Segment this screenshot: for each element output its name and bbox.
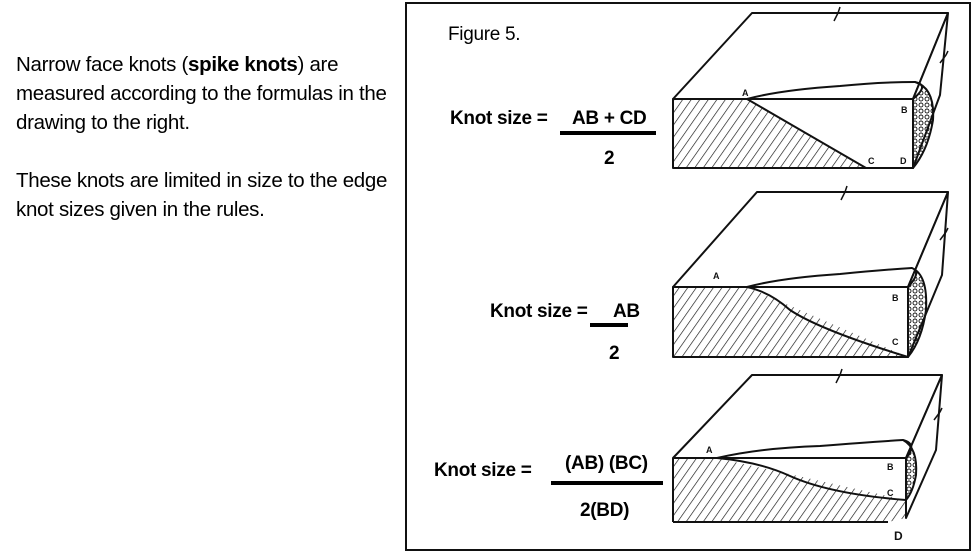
svg-text:D: D xyxy=(900,156,907,166)
formula-3-numerator: (AB) (BC) xyxy=(565,453,648,474)
formula-1-numerator: AB + CD xyxy=(572,108,647,129)
lumber-drawing-2: A B C xyxy=(672,185,949,358)
formula-2-numerator: AB xyxy=(613,301,640,322)
formula-1-fraction-bar xyxy=(560,131,656,135)
formula-2-denominator: 2 xyxy=(609,343,620,364)
formula-3-lhs: Knot size = xyxy=(434,460,532,481)
lumber-drawing-1: A B C D xyxy=(672,6,949,169)
formula-1-lhs: Knot size = xyxy=(450,108,548,129)
svg-text:C: C xyxy=(887,488,894,498)
paragraph-text: ) are measured according to the formulas… xyxy=(16,53,387,134)
svg-text:A: A xyxy=(706,445,713,455)
description-text: Narrow face knots (spike knots) are meas… xyxy=(16,50,401,253)
formula-2-lhs: Knot size = xyxy=(490,301,588,322)
lumber-drawing-3: A B C D xyxy=(672,368,943,543)
svg-text:B: B xyxy=(892,293,899,303)
figure-frame xyxy=(405,2,971,551)
svg-text:C: C xyxy=(892,337,899,347)
paragraph-text: Narrow face knots ( xyxy=(16,53,189,76)
svg-text:B: B xyxy=(887,462,894,472)
figure-label: Figure 5. xyxy=(448,24,521,45)
svg-text:C: C xyxy=(868,156,875,166)
formula-3-denominator: 2(BD) xyxy=(580,500,630,521)
svg-text:B: B xyxy=(901,105,908,115)
formula-3-fraction-bar xyxy=(551,481,663,485)
formula-1-denominator: 2 xyxy=(604,148,615,169)
svg-text:D: D xyxy=(894,529,903,543)
description-paragraph-2: These knots are limited in size to the e… xyxy=(16,169,388,221)
svg-text:A: A xyxy=(742,88,749,98)
svg-text:A: A xyxy=(713,271,720,281)
spike-knots-term: spike knots xyxy=(188,53,298,76)
description-paragraph-1: Narrow face knots (spike knots) are meas… xyxy=(16,50,401,137)
formula-2-fraction-bar xyxy=(590,323,628,327)
